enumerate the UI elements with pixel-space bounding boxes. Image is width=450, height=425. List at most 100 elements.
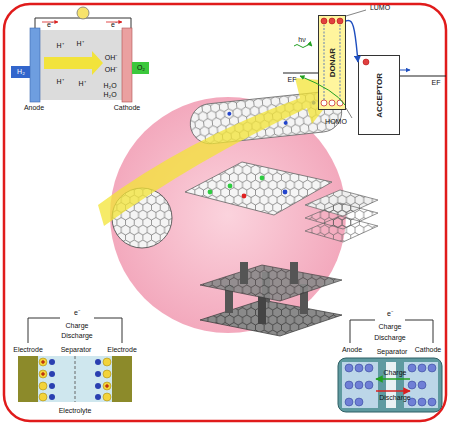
part-label: H⁺ <box>78 80 85 88</box>
supercapacitor-part <box>75 356 76 402</box>
supercapacitor-part-part <box>41 362 45 363</box>
energy-levels-part <box>400 75 446 76</box>
supercapacitor-part-part <box>39 370 47 378</box>
carbon-nanomaterials-part-part <box>227 112 231 116</box>
lithium-battery-part-part <box>408 381 416 389</box>
frame-border <box>4 4 446 421</box>
lithium-battery-part-part <box>355 364 363 372</box>
part-label: Electrode <box>107 346 137 354</box>
energy-levels-part <box>283 72 318 73</box>
supercapacitor-part-part <box>103 358 111 366</box>
fuel-cell-part <box>40 30 122 100</box>
part-label: OH⁻ <box>105 66 118 74</box>
part-label: LUMO <box>370 4 390 12</box>
carbon-nanomaterials-part <box>305 190 378 242</box>
carbon-nanomaterials-part-part <box>200 265 342 301</box>
part-label: Anode <box>24 104 44 112</box>
part-label: EF <box>432 79 441 87</box>
fuel-cell-part <box>132 62 149 74</box>
carbon-nanomaterials-part <box>228 184 233 189</box>
fuel-cell-part <box>35 18 131 28</box>
lithium-battery <box>338 320 442 412</box>
supercapacitor-part-part <box>103 393 111 401</box>
supercapacitor-part <box>41 360 109 388</box>
part-label: e⁻ <box>111 21 117 29</box>
supercapacitor-part-part <box>41 374 45 375</box>
part-label: H⁺ <box>56 42 63 50</box>
part-label: Cathode <box>114 104 140 112</box>
part-label: e⁻ <box>74 309 80 317</box>
lithium-battery-part <box>386 362 396 408</box>
part-label: Charge <box>384 369 407 377</box>
part-label: hν <box>298 36 305 44</box>
carbon-nanomaterials-part-part <box>305 216 378 242</box>
fuel-cell <box>11 7 149 102</box>
lithium-battery-part-part <box>355 398 363 406</box>
electron-transfer-arrow <box>346 20 358 62</box>
box-label: ACCEPTOR <box>375 73 384 118</box>
supercapacitor-part <box>18 356 38 402</box>
fuel-cell-part <box>44 51 103 75</box>
carbon-nanomaterials-part-part <box>258 296 266 324</box>
supercapacitor-part-part <box>103 370 111 378</box>
carbon-nanomaterials-part <box>283 190 288 195</box>
carbon-nanomaterials-part <box>200 262 342 336</box>
supercapacitor-part <box>49 359 101 400</box>
energy-level-box: DONAR <box>318 15 346 110</box>
supercapacitor-part-part <box>103 382 111 390</box>
supercapacitor <box>18 318 132 402</box>
carbon-nanomaterials-part-part <box>305 190 378 216</box>
carbon-nanomaterials-part <box>242 194 247 199</box>
supercapacitor-part-part <box>95 359 101 365</box>
part-label: Anode <box>342 346 362 354</box>
supercapacitor-part-part <box>95 371 101 377</box>
energy-details-part <box>346 10 366 16</box>
carbon-nanomaterials-part <box>208 190 213 195</box>
part-label: H⁺ <box>56 78 63 86</box>
part-label: Discharge <box>61 332 93 340</box>
lithium-battery-part-part <box>345 381 353 389</box>
carbon-nanomaterials-part-part <box>290 262 298 284</box>
supercapacitor-part-part <box>39 358 47 366</box>
part-label: EF <box>288 76 297 84</box>
lithium-battery-part <box>404 362 438 408</box>
lithium-battery-part-part <box>418 381 426 389</box>
supercapacitor-part-part <box>39 382 47 390</box>
fuel-cell-part <box>11 66 30 78</box>
part-label: Charge <box>66 322 89 330</box>
carbon-nanomaterials-part-part <box>283 121 287 125</box>
lithium-battery-part <box>376 390 410 392</box>
lithium-battery-part <box>345 364 436 406</box>
part-label: Separator <box>377 348 408 356</box>
part-label: Electrolyte <box>59 407 92 415</box>
energy-details-part <box>294 45 312 48</box>
part-label: H₂O <box>103 91 116 99</box>
lithium-battery-part-part <box>355 381 363 389</box>
lithium-battery-part-part <box>418 364 426 372</box>
supercapacitor-part-part <box>49 359 55 365</box>
supercapacitor-part-part <box>49 371 55 377</box>
energy-details-part <box>400 70 410 71</box>
lithium-battery-part-part <box>408 364 416 372</box>
energy-details-part <box>346 108 352 118</box>
supercapacitor-part-part <box>39 393 47 401</box>
lithium-battery-part <box>342 362 378 408</box>
part-label: Cathode <box>415 346 441 354</box>
carbon-nanomaterials-part <box>185 162 332 215</box>
part-label: H₂ <box>17 68 25 76</box>
lithium-battery-part-part <box>345 364 353 372</box>
supercapacitor-part <box>112 356 132 402</box>
lithium-battery-part-part <box>365 381 373 389</box>
part-label: Discharge <box>374 334 406 342</box>
fuel-cell-part <box>122 28 132 102</box>
carbon-nanomaterials-part <box>260 176 265 181</box>
part-label: e⁻ <box>47 21 53 29</box>
fuel-cell-part <box>30 28 40 102</box>
part-label: Charge <box>379 323 402 331</box>
overlay-part <box>346 20 358 62</box>
part-label: Separator <box>61 346 92 354</box>
carbon-nanomaterials-part-part <box>200 300 342 336</box>
supercapacitor-part-part <box>105 386 109 387</box>
lithium-battery-part-part <box>365 364 373 372</box>
